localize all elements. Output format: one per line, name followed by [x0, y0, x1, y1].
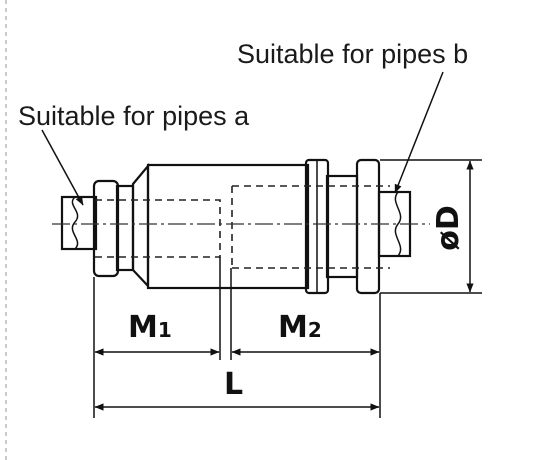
dim-label-l: L	[224, 367, 243, 402]
pipe-b-label: Suitable for pipes b	[237, 39, 468, 69]
main-body	[146, 163, 310, 290]
pipe-a-label: Suitable for pipes a	[18, 101, 250, 131]
pipe-b-leader	[394, 71, 444, 194]
pipe-a-stub	[60, 195, 98, 251]
right-neck	[325, 174, 359, 279]
pipe-b-break	[394, 191, 402, 257]
right-nut	[355, 158, 381, 295]
pipe-a-leader	[41, 129, 84, 206]
dim-label-d: øD	[431, 205, 466, 251]
hidden-bore-a	[95, 199, 221, 258]
dim-label-m2: M2	[278, 310, 322, 345]
pipe-a-break	[71, 196, 79, 250]
left-collet	[92, 179, 120, 278]
hidden-bore-b	[231, 185, 390, 269]
dim-label-m1: M1	[128, 310, 172, 345]
left-cone	[131, 162, 150, 289]
fitting-body	[52, 158, 430, 295]
